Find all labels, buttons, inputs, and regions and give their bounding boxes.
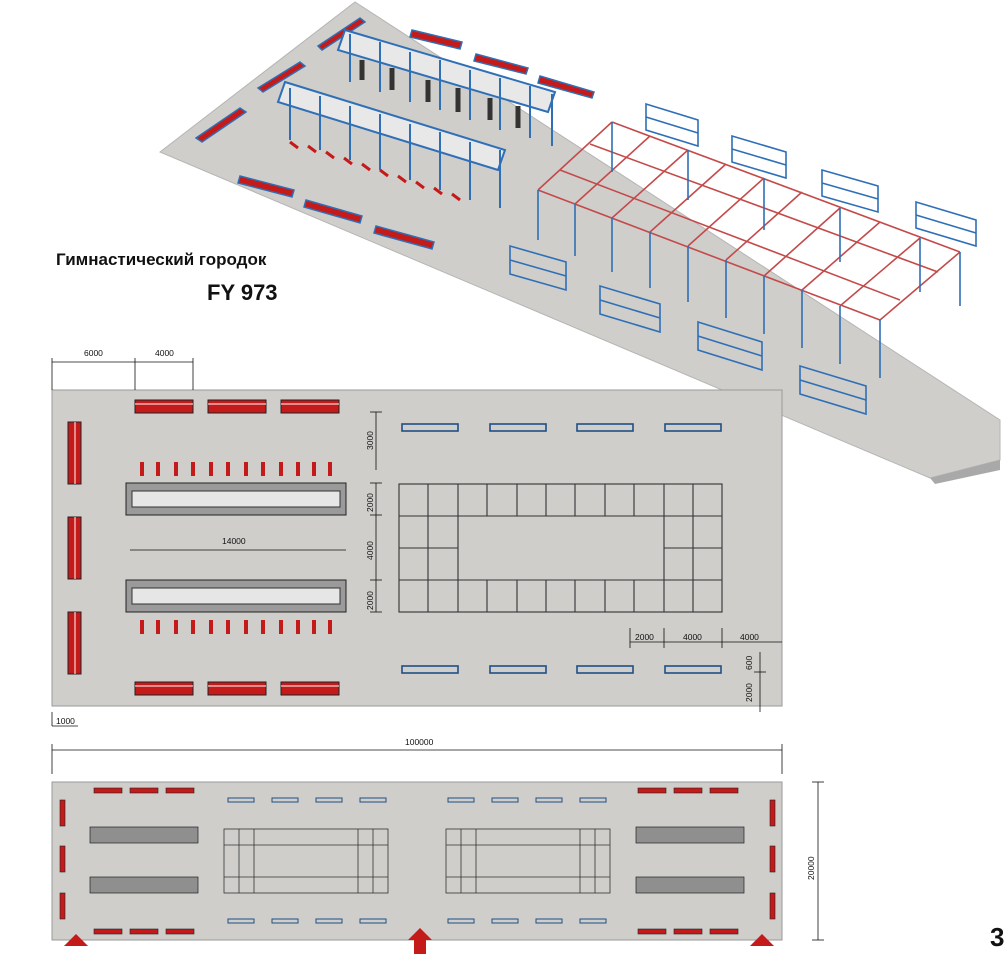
- drawing-title: Гимнастический городок: [56, 250, 267, 269]
- dim-overall-width: 20000: [806, 856, 816, 880]
- perspective-blue-benches: [509, 102, 977, 416]
- overall-entrance-arrows: [64, 928, 774, 954]
- overall-rigs: [89, 826, 745, 894]
- plan-bottom-benches: [134, 681, 340, 696]
- plan-rig-lower: [125, 579, 347, 634]
- dim-right-b: 2000: [744, 683, 754, 702]
- model-code: FY 973: [207, 280, 278, 305]
- overall-width-dimension: [812, 781, 824, 941]
- overall-blue-benches: [227, 797, 607, 924]
- dim-right-a: 600: [744, 656, 754, 670]
- dim-total-length: 100000: [405, 737, 434, 747]
- overall-frame-grids: [223, 828, 611, 894]
- perspective-frame-grid: [537, 121, 961, 378]
- dim-rig-depth-2: 2000: [365, 591, 375, 610]
- perspective-rig-upper: [336, 28, 557, 146]
- dim-bottom-a: 2000: [635, 632, 654, 642]
- dim-rig-length: 14000: [222, 536, 246, 546]
- page-number: 3: [990, 922, 1004, 952]
- dim-bottom-c: 4000: [740, 632, 759, 642]
- dim-rig-depth-1: 2000: [365, 493, 375, 512]
- overall-ground: [51, 781, 783, 941]
- overall-red-benches: [59, 787, 776, 935]
- dim-left-margin: 1000: [56, 716, 75, 726]
- perspective-red-benches: [194, 17, 595, 250]
- perspective-rig-lower: [276, 80, 507, 208]
- plan-frame-grid: [398, 483, 723, 613]
- dim-rig-gap: 4000: [365, 541, 375, 560]
- perspective-view: [159, 1, 1001, 484]
- dim-bottom-b: 4000: [683, 632, 702, 642]
